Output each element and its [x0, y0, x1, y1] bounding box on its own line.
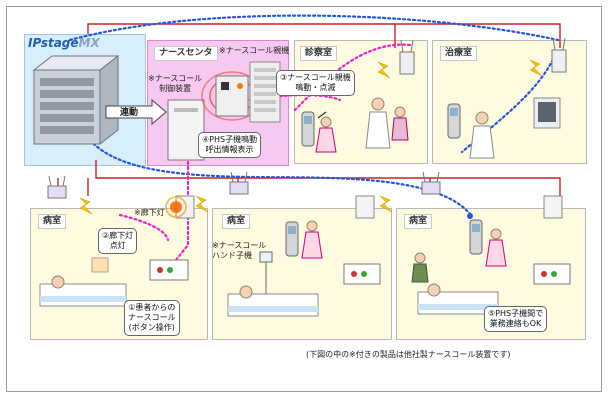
- doctor-exam: [365, 97, 409, 149]
- callout-1-line2: ナースコール: [128, 313, 176, 322]
- wall-units-top: [175, 195, 563, 219]
- access-point-ward-right: [421, 171, 441, 195]
- link-note: 連動: [120, 108, 139, 118]
- corridor-light-icon: [165, 196, 187, 218]
- callout-1-line3: (ボタン操作): [128, 323, 175, 332]
- radio-wave-icon: [529, 59, 543, 77]
- access-point-ward-middle: [229, 171, 249, 195]
- radio-wave-icons: [79, 59, 543, 215]
- ward-left-label: 病室: [38, 214, 67, 229]
- radio-wave-icon: [195, 195, 209, 213]
- network-line-ward: [95, 160, 561, 200]
- controller-note-line1: ※ナースコール: [148, 74, 203, 83]
- call-panel-middle: [343, 263, 381, 285]
- logo-suffix: MX: [78, 36, 100, 50]
- callout-patient-call: ①患者からの ナースコール (ボタン操作): [124, 300, 180, 336]
- nurse-station-label: ナースセンタ: [154, 46, 218, 61]
- access-point-exam: [399, 39, 415, 75]
- phs-handset-treatment: [447, 103, 461, 139]
- corridor-light-note: ※廊下灯: [134, 208, 165, 217]
- magenta-route-ward-left: [118, 213, 170, 242]
- callout-5-line2: 業務連絡もOK: [489, 319, 542, 328]
- logo-brand: IPstage: [28, 36, 79, 50]
- exam-room-label: 診察室: [300, 46, 338, 61]
- callout-phs-alert: ④PHS子機鳴動 呼出情報表示: [198, 132, 262, 158]
- ipstage-server: [32, 54, 120, 146]
- blue-route-server-ward: [88, 138, 472, 216]
- ward-right-label: 病室: [404, 214, 433, 229]
- patient-bed-left: [39, 257, 127, 307]
- callout-2-line2: 点灯: [109, 241, 126, 250]
- footnote: (下図の中の※付きの製品は他社製ナースコール装置です): [306, 350, 511, 359]
- nurse-ward-middle: [301, 220, 323, 259]
- callout-1-line1: ①患者からの: [128, 303, 176, 312]
- nurse-call-master-note: ※ナースコール親機: [219, 46, 290, 55]
- network-line-top: [87, 23, 561, 48]
- callout-4-line2: 呼出情報表示: [205, 145, 254, 154]
- callout-2-line1: ②廊下灯: [102, 231, 134, 240]
- treatment-room-label: 治療室: [440, 46, 478, 61]
- callout-4-line1: ④PHS子機鳴動: [202, 135, 258, 144]
- controller-arrow: [317, 111, 327, 119]
- call-panel-right: [533, 263, 571, 285]
- radio-wave-icon: [377, 61, 391, 79]
- logo: IPstageMX: [28, 36, 100, 50]
- ward-middle-label: 病室: [222, 214, 251, 229]
- handset-note-line1: ※ナースコール: [212, 241, 267, 250]
- callout-corridor-light: ②廊下灯 点灯: [98, 228, 138, 254]
- blue-route-server-top: [68, 14, 560, 42]
- phs-handset-ward-middle: [285, 221, 299, 257]
- phs-handset-exam: [301, 111, 315, 147]
- controller-note-line2: 制御装置: [159, 84, 192, 93]
- nurse-exam: [315, 116, 337, 153]
- callout-3-line1: ③ナースコール親機: [280, 73, 351, 82]
- patient-bed-right: [411, 252, 499, 315]
- handset-note-line2: ハンド子機: [212, 251, 252, 260]
- radio-wave-icon: [79, 197, 93, 215]
- call-panel-left: [149, 259, 189, 281]
- callout-phs-comm: ⑤PHS子機間で 業務連絡もOK: [484, 306, 548, 332]
- link-arrow: [105, 98, 167, 126]
- phs-handset-ward-right: [467, 213, 483, 255]
- patient-bed-middle: [227, 251, 319, 317]
- nurse-ward-right: [485, 228, 507, 267]
- nurse-call-controller-note: ※ナースコール 制御装置: [148, 74, 202, 94]
- handset-note: ※ナースコール ハンド子機: [212, 241, 266, 261]
- doctor-treatment: [469, 97, 561, 159]
- access-point-ward-left: [47, 175, 67, 199]
- nurse-call-master: [201, 61, 281, 123]
- callout-5-line1: ⑤PHS子機間で: [488, 309, 544, 318]
- callout-3-line2: 鳴動・点滅: [295, 83, 336, 92]
- access-point-treatment: [551, 37, 567, 73]
- radio-wave-icon: [379, 195, 393, 213]
- callout-master-alert: ③ナースコール親機 鳴動・点滅: [276, 70, 355, 96]
- magenta-route-exam: [293, 43, 412, 112]
